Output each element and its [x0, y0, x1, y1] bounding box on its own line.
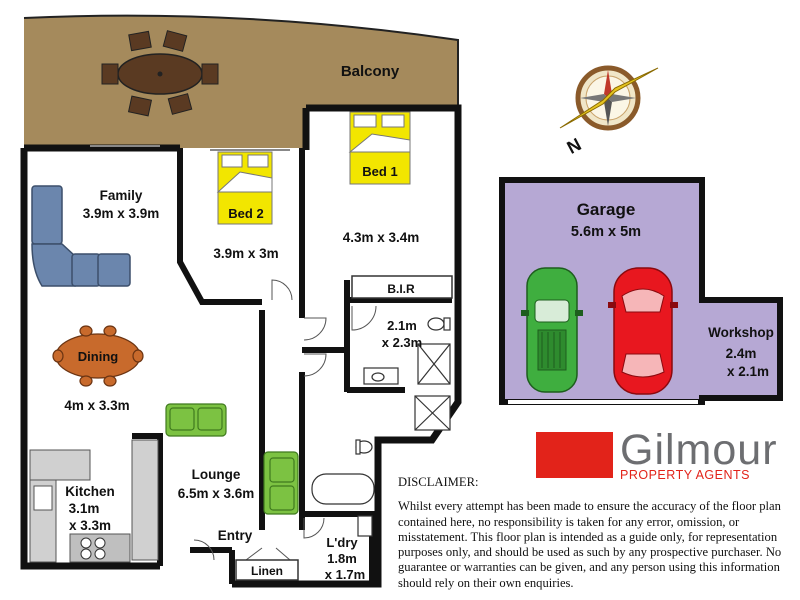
entry-label: Entry: [218, 528, 253, 543]
lounge-size: 6.5m x 3.6m: [178, 486, 255, 501]
bed1-label: Bed 1: [362, 164, 397, 179]
garage-size: 5.6m x 5m: [571, 224, 641, 240]
laundry-size-2: x 1.7m: [325, 567, 365, 582]
kitchen-label: Kitchen: [65, 484, 115, 499]
laundry-size-1: 1.8m: [327, 551, 357, 566]
balcony-outline: [23, 14, 459, 108]
logo-red-mark: [536, 432, 613, 478]
bathroom-fixtures: [363, 317, 451, 385]
dining-size: 4m x 3.3m: [64, 398, 129, 413]
bed2-label: Bed 2: [228, 206, 263, 221]
compass-north-label: N: [564, 134, 585, 158]
disclaimer-body: Whilst every attempt has been made to en…: [398, 499, 782, 590]
interior-walls: [30, 148, 452, 584]
door-swings: [193, 279, 377, 561]
dining-table: [52, 325, 144, 387]
family-label: Family: [100, 188, 143, 203]
logo-wordmark: Gilmour: [620, 426, 778, 474]
main-bath-fixtures: [311, 395, 451, 505]
bir-label: B.I.R: [387, 282, 415, 296]
lounge-sofa-top: [165, 403, 227, 437]
family-size: 3.9m x 3.9m: [83, 206, 160, 221]
kitchen-size-1: 3.1m: [69, 501, 100, 516]
red-car-icon: [608, 267, 678, 395]
laundry-tub: [357, 515, 373, 537]
lounge-label: Lounge: [192, 467, 241, 482]
windows: [90, 145, 290, 151]
lounge-sofa-side: [263, 451, 299, 515]
gilmour-logo: Gilmour PROPERTY AGENTS: [536, 428, 786, 484]
kitchen-size-2: x 3.3m: [69, 518, 111, 533]
balcony-outdoor-table: [101, 30, 219, 117]
workshop-label: Workshop: [708, 325, 774, 340]
linen-label: Linen: [251, 564, 283, 578]
garage-label: Garage: [577, 200, 636, 219]
bathroom-size-2: x 2.3m: [382, 335, 422, 350]
disclaimer-title: DISCLAIMER:: [398, 475, 479, 489]
bed1-size: 4.3m x 3.4m: [343, 230, 420, 245]
green-car-icon: [521, 267, 583, 393]
linen-cupboard: [235, 559, 299, 581]
stove-icon: [80, 537, 106, 560]
balcony-label: Balcony: [341, 63, 400, 80]
bed2-size: 3.9m x 3m: [213, 246, 278, 261]
dining-label: Dining: [78, 349, 118, 364]
workshop-size-1: 2.4m: [726, 346, 757, 361]
logo-subtitle: PROPERTY AGENTS: [620, 468, 750, 482]
bir-robe: [351, 275, 453, 299]
bathroom-size-1: 2.1m: [387, 318, 417, 333]
compass-icon: [559, 65, 659, 131]
laundry-label: L'dry: [326, 535, 358, 550]
family-sofa: [31, 185, 131, 287]
disclaimer-block: DISCLAIMER: Whilst every attempt has bee…: [398, 475, 790, 591]
workshop-size-2: x 2.1m: [727, 364, 769, 379]
